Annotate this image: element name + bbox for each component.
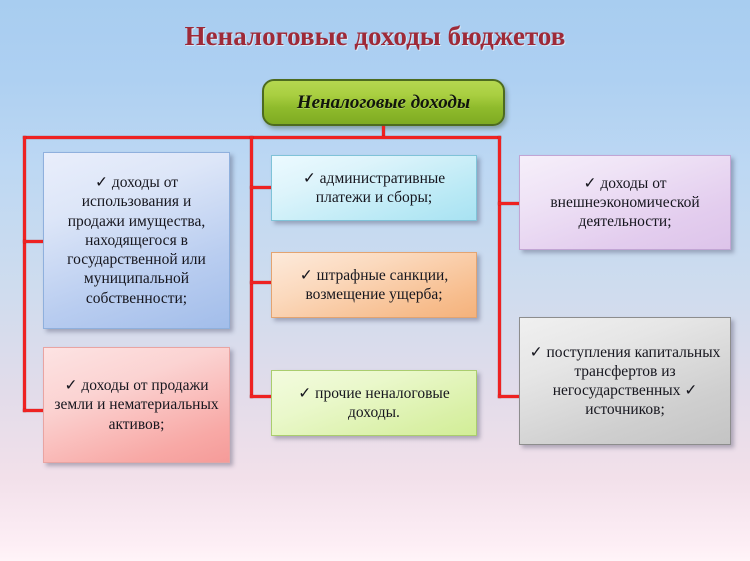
connector-left-branch-2 bbox=[23, 409, 45, 412]
node-income-from-foreign-economic-activity[interactable]: ✓ доходы от внешнеэкономической деятельн… bbox=[519, 155, 731, 250]
node-other-non-tax-income[interactable]: ✓ прочие неналоговые доходы. bbox=[271, 370, 477, 436]
connector-main-bus bbox=[23, 136, 501, 139]
node-label: ✓ доходы от продажи земли и нематериальн… bbox=[54, 377, 219, 433]
root-node-non-tax-income[interactable]: Неналоговые доходы bbox=[262, 79, 505, 126]
node-label: ✓ доходы от внешнеэкономической деятельн… bbox=[550, 174, 700, 231]
connector-root-stem bbox=[382, 126, 385, 138]
connector-left-trunk bbox=[23, 136, 26, 412]
connector-middle-trunk bbox=[250, 136, 253, 398]
connector-right-branch-2 bbox=[498, 395, 520, 398]
root-node-label: Неналоговые доходы bbox=[296, 91, 471, 113]
connector-middle-branch-2 bbox=[250, 281, 272, 284]
connector-right-branch-1 bbox=[498, 202, 520, 205]
node-income-from-use-and-sale-of-property[interactable]: ✓ доходы от использования и продажи имущ… bbox=[43, 152, 230, 329]
node-label: ✓ штрафные санкции, возмещение ущерба; bbox=[299, 266, 449, 303]
node-label: ✓ прочие неналоговые доходы. bbox=[298, 384, 450, 421]
page-title: Неналоговые доходы бюджетов bbox=[184, 21, 566, 51]
connector-middle-branch-3 bbox=[250, 395, 272, 398]
node-label: ✓ административные платежи и сборы; bbox=[302, 169, 446, 206]
connector-left-branch-1 bbox=[23, 240, 45, 243]
node-income-from-sale-of-land-and-intangible-assets[interactable]: ✓ доходы от продажи земли и нематериальн… bbox=[43, 347, 230, 463]
node-label: ✓ поступления капитальных трансфертов из… bbox=[529, 343, 721, 419]
node-administrative-payments-and-fees[interactable]: ✓ административные платежи и сборы; bbox=[271, 155, 477, 221]
node-label: ✓ доходы от использования и продажи имущ… bbox=[67, 174, 206, 307]
connector-right-trunk bbox=[498, 136, 501, 398]
connector-middle-branch-1 bbox=[250, 186, 272, 189]
node-capital-transfers-from-non-state-sources[interactable]: ✓ поступления капитальных трансфертов из… bbox=[519, 317, 731, 445]
node-penalties-and-damage-compensation[interactable]: ✓ штрафные санкции, возмещение ущерба; bbox=[271, 252, 477, 318]
